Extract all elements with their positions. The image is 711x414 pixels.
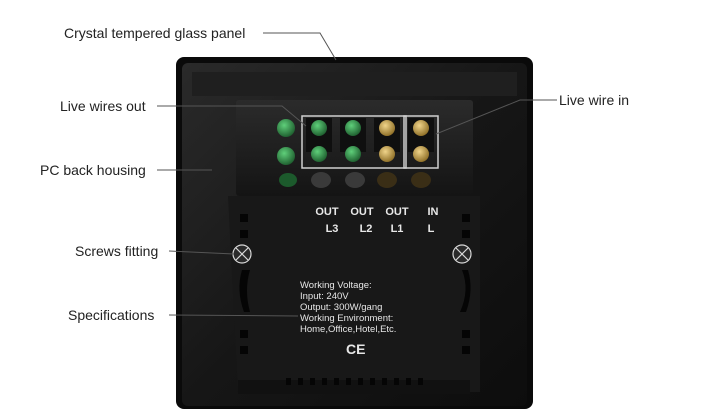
terminal-label-l3: L3: [326, 223, 339, 235]
spec-line-3: Output: 300W/gang: [300, 302, 382, 313]
screw-right: [452, 244, 472, 264]
terminal-label-l1: L1: [391, 223, 404, 235]
terminal-l2: [340, 118, 366, 188]
terminal-label-l2: L2: [360, 223, 373, 235]
out-label-l3: OUT: [315, 206, 339, 218]
live-out-highlight: [301, 115, 407, 169]
terminal-label-l: L: [428, 223, 435, 235]
live-in-highlight: [403, 115, 439, 169]
spec-line-4: Working Environment:: [300, 313, 393, 324]
spec-line-2: Input: 240V: [300, 291, 349, 302]
callout-screws: Screws fitting: [75, 243, 159, 259]
spec-plate: Working Voltage: Input: 240V Output: 300…: [300, 280, 396, 335]
screw-left: [232, 244, 252, 264]
callout-back-housing: PC back housing: [40, 162, 146, 178]
terminal-l3: [306, 118, 332, 188]
callout-glass-panel: Crystal tempered glass panel: [64, 25, 246, 41]
ce-mark: CE: [346, 341, 365, 357]
terminal-unused: [277, 119, 297, 187]
spec-line-1: Working Voltage:: [300, 280, 372, 291]
spec-line-5: Home,Office,Hotel,Etc.: [300, 324, 396, 335]
out-label-l1: OUT: [385, 206, 409, 218]
spec-housing: [228, 196, 480, 392]
side-vents: [239, 214, 471, 354]
callout-live-wire-in: Live wire in: [559, 92, 630, 108]
leader-lines: [157, 32, 557, 317]
callout-live-wires-out: Live wires out: [60, 98, 146, 114]
terminal-l: [408, 118, 434, 188]
out-label-l2: OUT: [350, 206, 374, 218]
callout-specifications: Specifications: [68, 307, 155, 323]
in-label: IN: [428, 206, 439, 218]
terminal-l1: [374, 118, 400, 188]
bottom-vents: [286, 378, 423, 385]
